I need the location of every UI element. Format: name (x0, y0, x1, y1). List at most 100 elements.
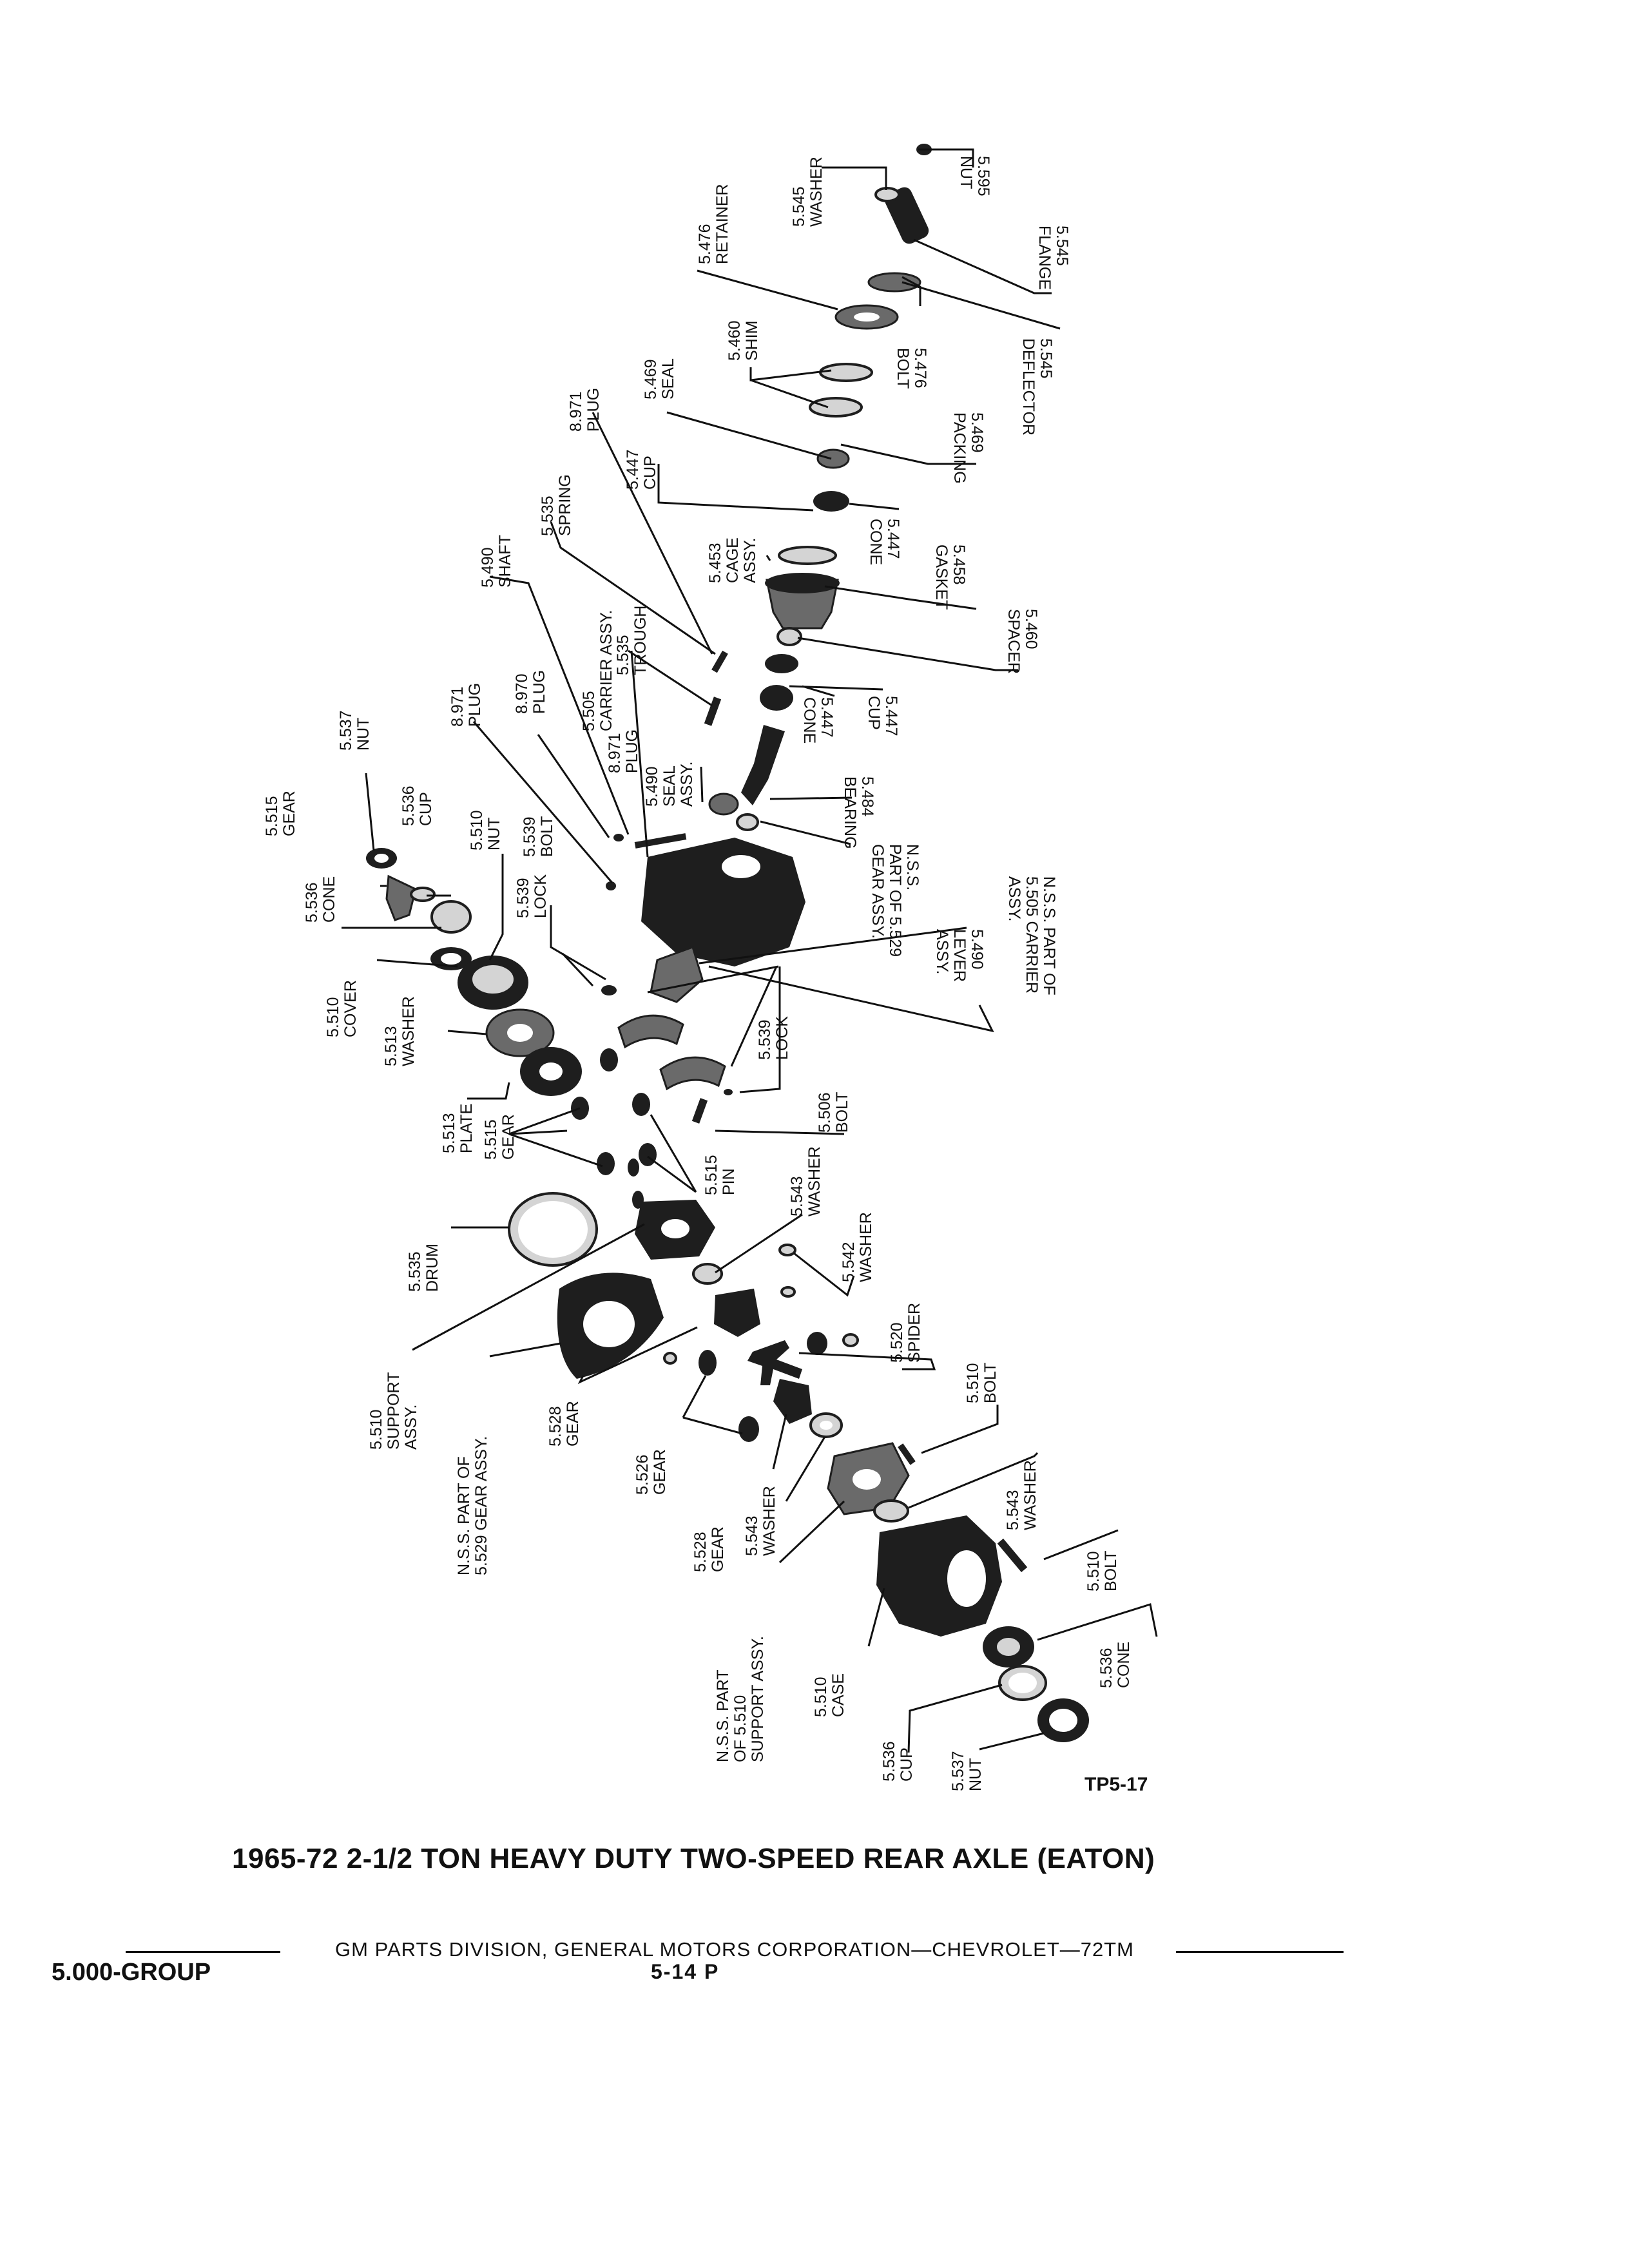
cone-5-536-part (430, 900, 472, 934)
callout-5-510-bolt-upper: 5.510BOLT (964, 1363, 999, 1403)
callout-nss-5-529-gear-assy: N.S.S. PART OF5.529 GEAR ASSY. (455, 1436, 490, 1575)
pin-5-515-a (628, 1158, 639, 1177)
callout-5-469-seal: 5.469SEAL (642, 358, 677, 399)
callout-5-528-gear-right: 5.528GEAR (691, 1526, 727, 1572)
callout-5-535-trough: 5.535TROUGH (614, 606, 650, 675)
figure-code: TP5-17 (1084, 1774, 1148, 1795)
side-gear-5-528-part (714, 1289, 760, 1337)
parts-illustration (366, 144, 1089, 1742)
callout-5-513-washer: 5.513WASHER (382, 996, 418, 1066)
lock-5-539-lower-part (724, 1089, 733, 1095)
plug-8-970-part (613, 834, 624, 841)
bolt-5-510-upper-part (898, 1443, 916, 1465)
bolt-5-506-part (691, 1098, 708, 1124)
callout-5-513-plate: 5.513PLATE (440, 1104, 476, 1153)
callout-5-545-deflector: 5.545DEFLECTOR (1019, 338, 1055, 436)
seal-assy-5-490-part (708, 793, 739, 816)
pinion-gear-5-515-d (639, 1143, 657, 1166)
spider-5-520-part (747, 1340, 802, 1385)
callout-5-595-nut: 5.595NUT (957, 156, 992, 197)
spacer-5-460-part (776, 627, 802, 646)
washer-5-543-left (663, 1352, 677, 1365)
washer-5-543-part (692, 1263, 723, 1285)
callout-5-515-gear-mid: 5.515GEAR (482, 1114, 517, 1160)
callout-5-543-washer-lower: 5.543WASHER (1004, 1460, 1039, 1530)
callout-5-510-cover: 5.510COVER (324, 980, 360, 1037)
footer-rule-right (1176, 1951, 1344, 1953)
lock-5-539-part (601, 985, 617, 995)
callout-5-447-cup-mid: 5.447CUP (865, 696, 900, 736)
callout-5-469-packing: 5.469PACKING (950, 412, 986, 484)
callout-5-505-carrier-assy: 5.505CARRIER ASSY. (580, 610, 615, 731)
trough-5-535-part (704, 697, 722, 726)
pinion-gear-5-515-c (632, 1093, 650, 1116)
callout-labels: 5.595NUT 5.545WASHER 5.545FLANGE 5.476RE… (263, 156, 1133, 1791)
callout-5-490-lever-assy: 5.490LEVERASSY. (933, 929, 986, 982)
pinion-5-526-bottom (738, 1416, 759, 1442)
callout-5-539-lock-left: 5.539LOCK (514, 874, 550, 918)
callout-nss-5-510-support: N.S.S. PARTOF 5.510SUPPORT ASSY. (714, 1636, 767, 1762)
gear-5-515-part (385, 874, 417, 921)
callout-5-460-spacer: 5.460SPACER (1005, 609, 1040, 674)
callout-5-543-washer-top: 5.543WASHER (788, 1146, 824, 1216)
bearing-cap-upper-part (617, 1014, 684, 1049)
footer-rule: GM PARTS DIVISION, GENERAL MOTORS CORPOR… (126, 1938, 1344, 1964)
spring-5-535-part (711, 650, 728, 673)
bearing-5-484-part (736, 813, 759, 831)
callout-8-971-plug-right: 8.971PLUG (606, 729, 641, 773)
callout-5-536-cone: 5.536CONE (303, 876, 338, 923)
gasket-5-458-part (778, 546, 837, 565)
callout-5-520-spider: 5.520SPIDER (888, 1303, 923, 1363)
callout-5-526-gear: 5.526GEAR (633, 1449, 669, 1495)
callout-5-476-bolt: 5.476BOLT (894, 348, 929, 389)
packing-5-469-part (809, 397, 863, 418)
callout-5-447-cup-top: 5.447CUP (624, 449, 659, 490)
washer-5-542-b-part (780, 1286, 796, 1298)
callout-5-458-gasket: 5.458GASKET (932, 544, 968, 610)
callout-5-490-shaft: 5.490SHAFT (479, 535, 514, 588)
callout-5-490-seal-assy: 5.490SEALASSY. (643, 762, 696, 807)
callout-5-543-washer-mid: 5.543WASHER (743, 1486, 778, 1556)
callout-5-453-cage-assy: 5.453CAGEASSY. (706, 537, 759, 583)
footer-text: GM PARTS DIVISION, GENERAL MOTORS CORPOR… (335, 1938, 1134, 1961)
callout-8-971-plug-left: 8.971PLUG (448, 683, 484, 727)
callout-5-510-nut: 5.510NUT (468, 810, 503, 850)
callout-5-510-bolt-lower: 5.510BOLT (1084, 1551, 1120, 1591)
callout-5-515-gear-top: 5.515GEAR (263, 791, 298, 836)
flange-5-545-part (885, 187, 929, 244)
callout-5-536-cone-lower: 5.536CONE (1097, 1642, 1133, 1688)
callout-5-484-bearing: 5.484BEARING (841, 776, 876, 849)
washer-5-545-part (874, 187, 900, 202)
callout-5-506-bolt: 5.506BOLT (816, 1092, 851, 1133)
page-number: 5-14 P (651, 1960, 720, 1983)
callout-8-970-plug: 8.970PLUG (513, 670, 548, 714)
callout-5-535-spring: 5.535SPRING (539, 474, 574, 536)
washer-5-543-lower-part (873, 1499, 909, 1523)
callout-5-542-washer: 5.542WASHER (840, 1212, 875, 1282)
bolt-5-510-lower-part (997, 1538, 1028, 1573)
callout-5-476-retainer: 5.476RETAINER (696, 184, 731, 264)
lever-assy-5-490-part (650, 946, 704, 1003)
callout-5-537-nut-top: 5.537NUT (337, 710, 372, 751)
callout-5-510-support-assy: 5.510SUPPORTASSY. (367, 1372, 420, 1450)
callout-5-460-shim: 5.460SHIM (726, 320, 761, 361)
cup-5-536-part (410, 887, 436, 902)
bearing-cap-lower-part (659, 1056, 726, 1091)
shim-5-460-part (819, 363, 873, 382)
callout-5-539-lock-right: 5.539LOCK (756, 1016, 791, 1060)
callout-5-535-drum: 5.535DRUM (406, 1244, 441, 1292)
callout-8-971-plug-top: 8.971PLUG (567, 388, 602, 432)
washer-5-542-part (778, 1244, 796, 1256)
pinion-5-526-upper (807, 1332, 827, 1355)
callout-nss-5-505-carrier: N.S.S. PART OF5.505 CARRIERASSY. (1005, 876, 1058, 995)
washer-5-542-c-part (842, 1333, 859, 1347)
callout-5-539-bolt: 5.539BOLT (521, 816, 556, 857)
callout-5-536-cup-lower: 5.536CUP (880, 1741, 916, 1782)
callout-5-537-nut-lower: 5.537NUT (949, 1751, 985, 1791)
pinion-gear-5-515-a (600, 1048, 618, 1072)
callout-5-536-cup-top: 5.536CUP (400, 785, 435, 826)
carrier-assy-5-505-part (641, 838, 805, 966)
pinion-5-526-lower (699, 1350, 717, 1376)
pinion-gear-part (741, 725, 785, 805)
